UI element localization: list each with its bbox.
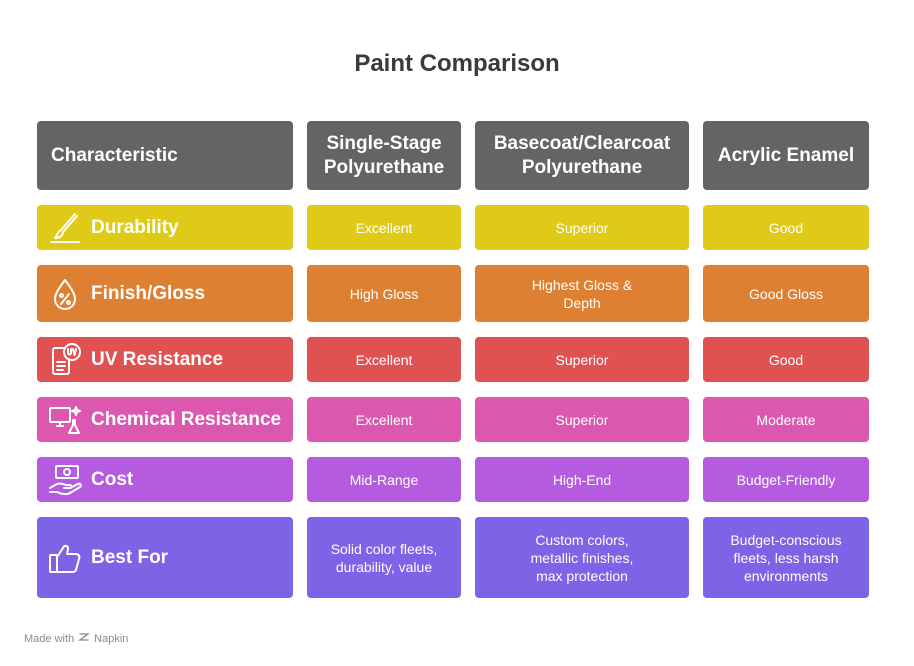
cell-cost-basecoat: High-End [475,457,689,502]
cell-chemical-single: Excellent [307,397,461,442]
cell-finish-acrylic: Good Gloss [703,265,869,322]
drop-percent-icon [47,276,83,312]
row-label-chemical-resistance: Chemical Resistance [37,397,293,442]
row-label-cost: Cost [37,457,293,502]
cell-chemical-basecoat: Superior [475,397,689,442]
row-label-best-for: Best For [37,517,293,598]
thumbs-up-icon [47,540,83,576]
row-label-uv-resistance: UV Resistance [37,337,293,382]
cell-uv-single: Excellent [307,337,461,382]
uv-document-icon [47,342,83,378]
cell-bestfor-acrylic: Budget-conscious fleets, less harsh envi… [703,517,869,598]
cell-uv-acrylic: Good [703,337,869,382]
row-label-durability: Durability [37,205,293,250]
row-label-text: Cost [91,468,134,490]
made-with-text: Made with [24,632,75,645]
napkin-logo-icon [78,631,91,646]
cell-bestfor-single: Solid color fleets, durability, value [307,517,461,598]
cell-chemical-acrylic: Moderate [703,397,869,442]
computer-flask-icon [47,402,83,438]
cell-cost-single: Mid-Range [307,457,461,502]
header-acrylic: Acrylic Enamel [703,121,869,190]
row-label-text: Best For [91,546,169,568]
header-basecoat: Basecoat/Clearcoat Polyurethane [475,121,689,190]
cell-bestfor-basecoat: Custom colors, metallic finishes, max pr… [475,517,689,598]
cell-cost-acrylic: Budget-Friendly [703,457,869,502]
header-single-stage: Single-Stage Polyurethane [307,121,461,190]
row-label-text: Chemical Resistance [91,408,282,430]
row-label-finish-gloss: Finish/Gloss [37,265,293,322]
row-label-text: UV Resistance [91,348,224,370]
cash-hand-icon [47,462,83,498]
cell-durability-basecoat: Superior [475,205,689,250]
cell-durability-single: Excellent [307,205,461,250]
row-label-text: Durability [91,216,179,238]
brush-icon [47,210,83,246]
header-characteristic: Characteristic [37,121,293,190]
cell-finish-basecoat: Highest Gloss & Depth [475,265,689,322]
napkin-brand-text: Napkin [94,632,129,645]
page-title: Paint Comparison [354,50,560,77]
cell-durability-acrylic: Good [703,205,869,250]
cell-finish-single: High Gloss [307,265,461,322]
napkin-credit: Made with Napkin [24,631,128,646]
cell-uv-basecoat: Superior [475,337,689,382]
row-label-text: Finish/Gloss [91,282,206,304]
